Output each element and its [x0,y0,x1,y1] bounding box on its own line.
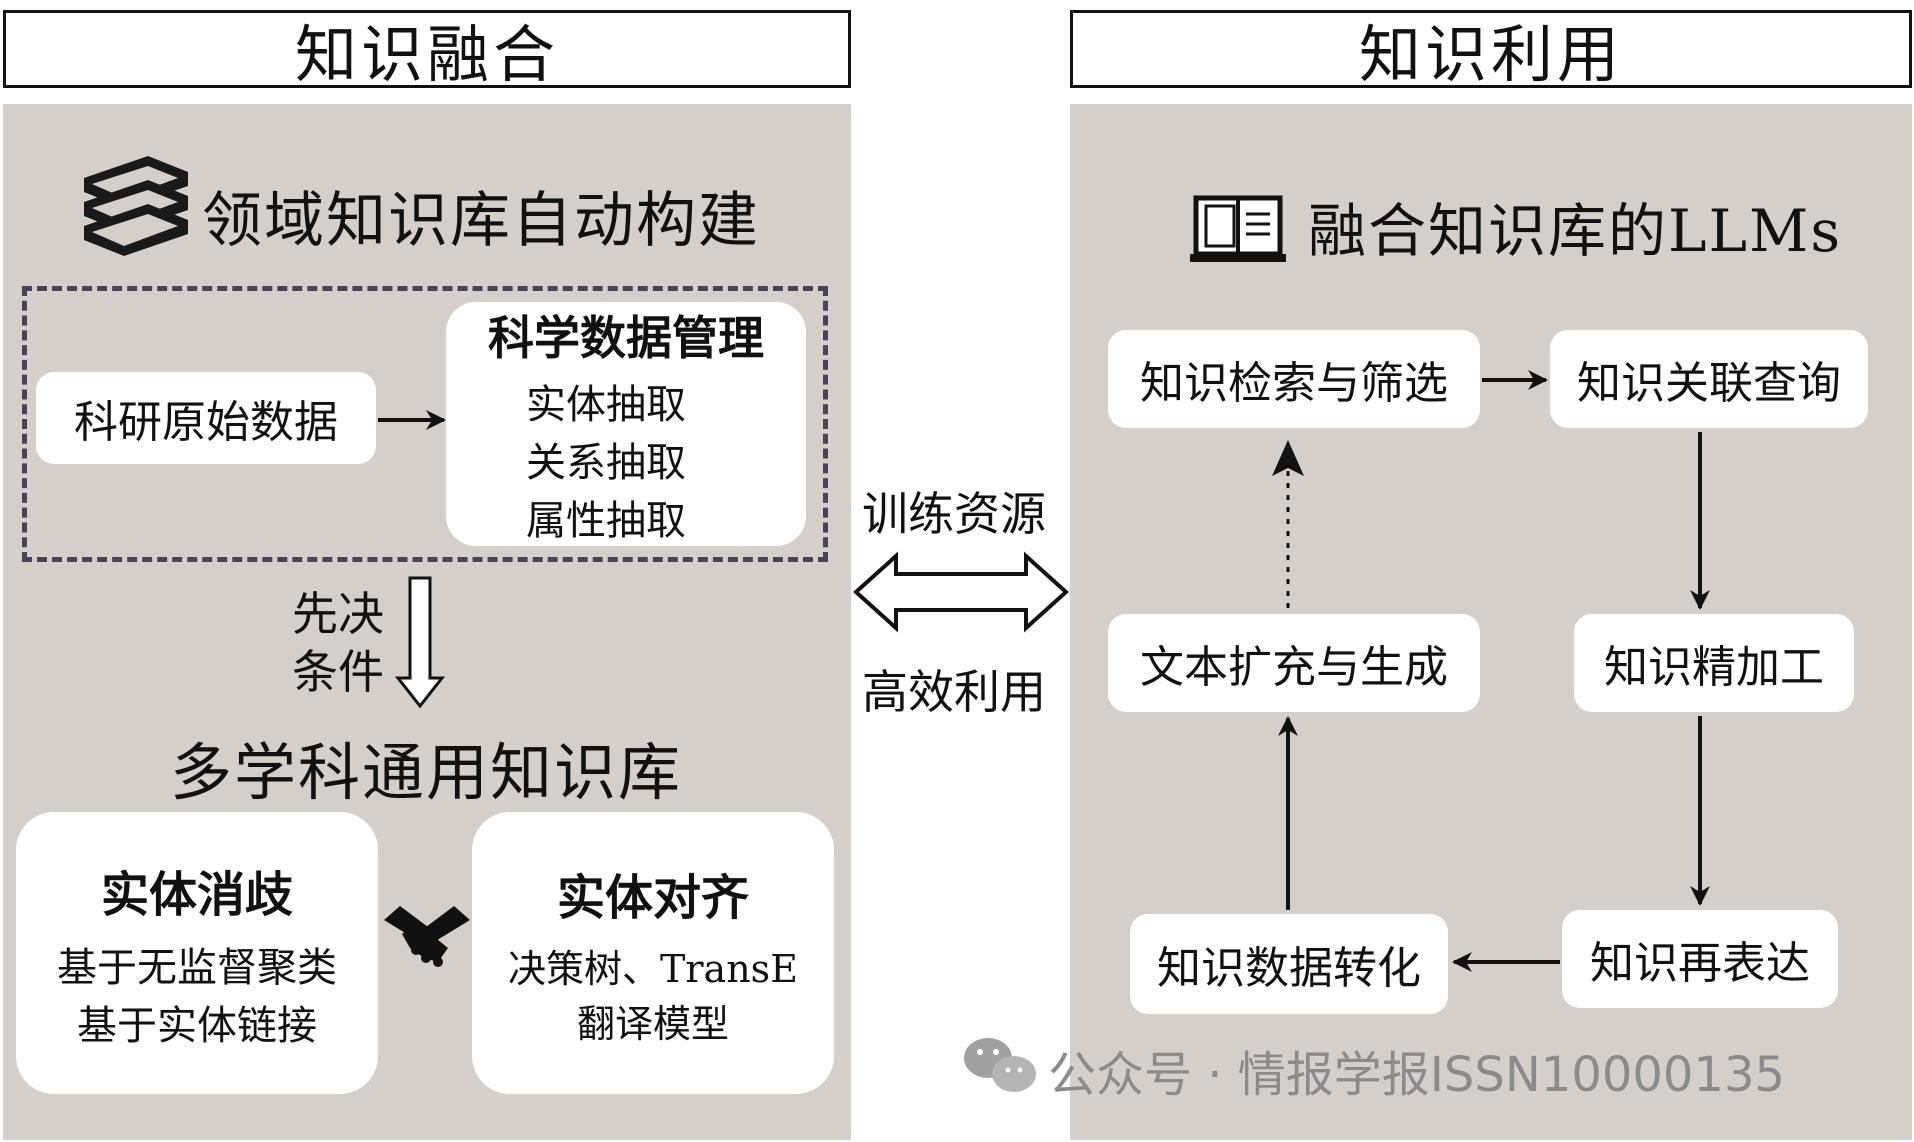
entity-alignment-line: 决策树、TransE [508,947,798,991]
entity-resolution-box: 实体消歧 基于无监督聚类 基于实体链接 [16,812,378,1094]
prerequisite-label-1: 先决 [292,587,384,641]
header-knowledge-utilization: 知识利用 [1070,10,1912,91]
extraction-item: 属性抽取 [526,498,686,544]
association-box: 知识关联查询 [1550,330,1868,428]
header-knowledge-fusion: 知识融合 [3,10,851,91]
kb-title: 多学科通用知识库 [170,736,683,809]
extraction-item: 实体抽取 [526,382,686,428]
wechat-icon [964,1038,1036,1092]
handshake-icon [384,906,470,967]
extraction-item: 关系抽取 [526,440,686,486]
sci-data-title: 科学数据管理 [488,311,764,365]
dotted-arrowhead [1272,440,1304,476]
retrieval-box: 知识检索与筛选 [1108,330,1480,428]
watermark: 公众号 · 情报学报ISSN10000135 [1048,1035,1785,1105]
entity-alignment-title: 实体对齐 [556,870,749,926]
entity-resolution-line: 基于无监督聚类 [57,945,337,991]
entity-alignment-box: 实体对齐 决策树、TransE 翻译模型 [472,812,834,1094]
right-section-title: 融合知识库的LLMs [1308,197,1843,265]
reexpression-box: 知识再表达 [1562,910,1838,1008]
efficient-use-label: 高效利用 [862,665,1046,719]
entity-alignment-line: 翻译模型 [576,1002,729,1046]
hollow-down-arrow [394,576,446,709]
sci-data-management-box: 科学数据管理 实体抽取 关系抽取 属性抽取 [446,302,806,546]
conversion-box: 知识数据转化 [1130,914,1448,1014]
book-icon [1190,195,1286,262]
left-section-title: 领域知识库自动构建 [202,186,760,256]
entity-resolution-title: 实体消歧 [100,867,293,923]
raw-data-box: 科研原始数据 [36,372,376,464]
watermark-text: 公众号 · 情报学报ISSN10000135 [1048,1047,1786,1103]
generation-box: 文本扩充与生成 [1108,614,1480,712]
refining-box: 知识精加工 [1574,614,1854,712]
extraction-dashed-region [22,286,828,562]
prerequisite-label-2: 条件 [292,645,384,699]
entity-resolution-line: 基于实体链接 [77,1003,317,1049]
double-arrow [853,551,1069,633]
books-icon [84,156,188,256]
training-resource-label: 训练资源 [862,487,1046,541]
